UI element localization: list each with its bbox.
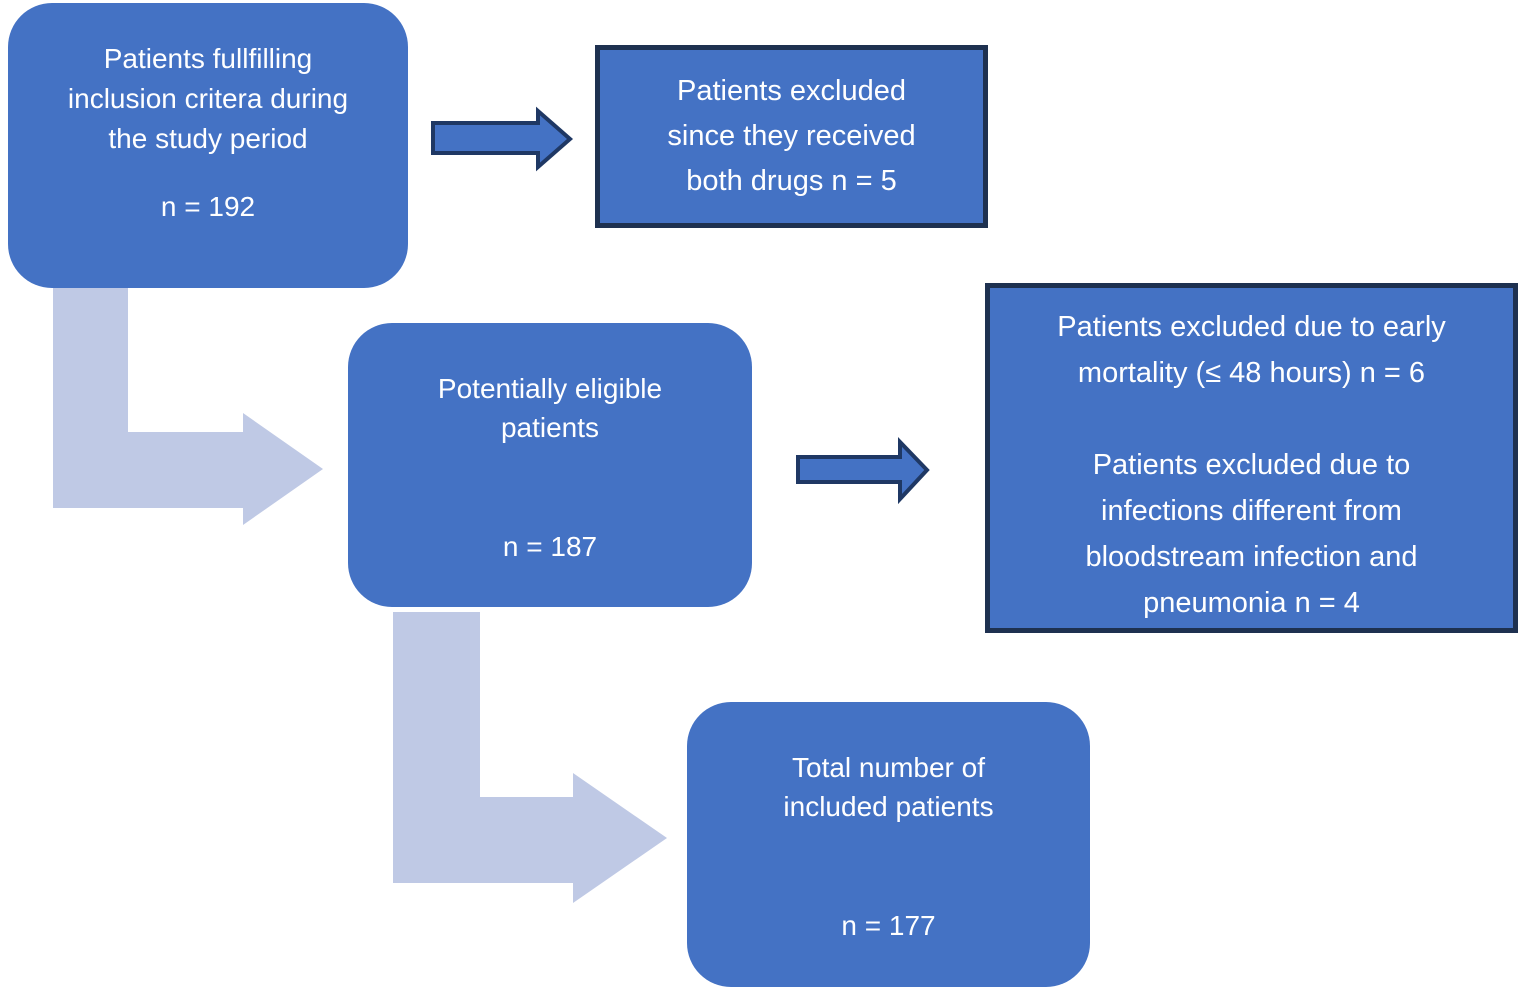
node-text: Patients excluded since they received bo…: [667, 75, 916, 197]
node-excluded-mortality-infection: Patients excluded due to early mortality…: [985, 283, 1518, 633]
node-count: n = 177: [841, 910, 936, 941]
node-count: n = 187: [502, 531, 598, 562]
elbow-arrow-inclusion-to-eligible-icon: [53, 288, 323, 525]
node-potentially-eligible: Potentially eligible patients n = 187: [348, 323, 752, 607]
right-arrow-eligible-to-excluded-icon: [796, 437, 930, 505]
node-text: Patients excluded due to early mortality…: [1057, 311, 1446, 619]
node-title: Total number of included patients: [783, 752, 994, 822]
node-title: Potentially eligible patients: [437, 373, 663, 443]
node-excluded-both-drugs: Patients excluded since they received bo…: [595, 45, 988, 228]
right-arrow-inclusion-to-excluded-icon: [431, 106, 574, 172]
node-count: n = 192: [160, 191, 256, 222]
node-total-included: Total number of included patients n = 17…: [687, 702, 1090, 987]
node-title: Patients fullfilling inclusion critera d…: [67, 43, 349, 154]
elbow-arrow-eligible-to-included-icon: [393, 612, 667, 903]
node-patients-inclusion: Patients fullfilling inclusion critera d…: [8, 3, 408, 288]
